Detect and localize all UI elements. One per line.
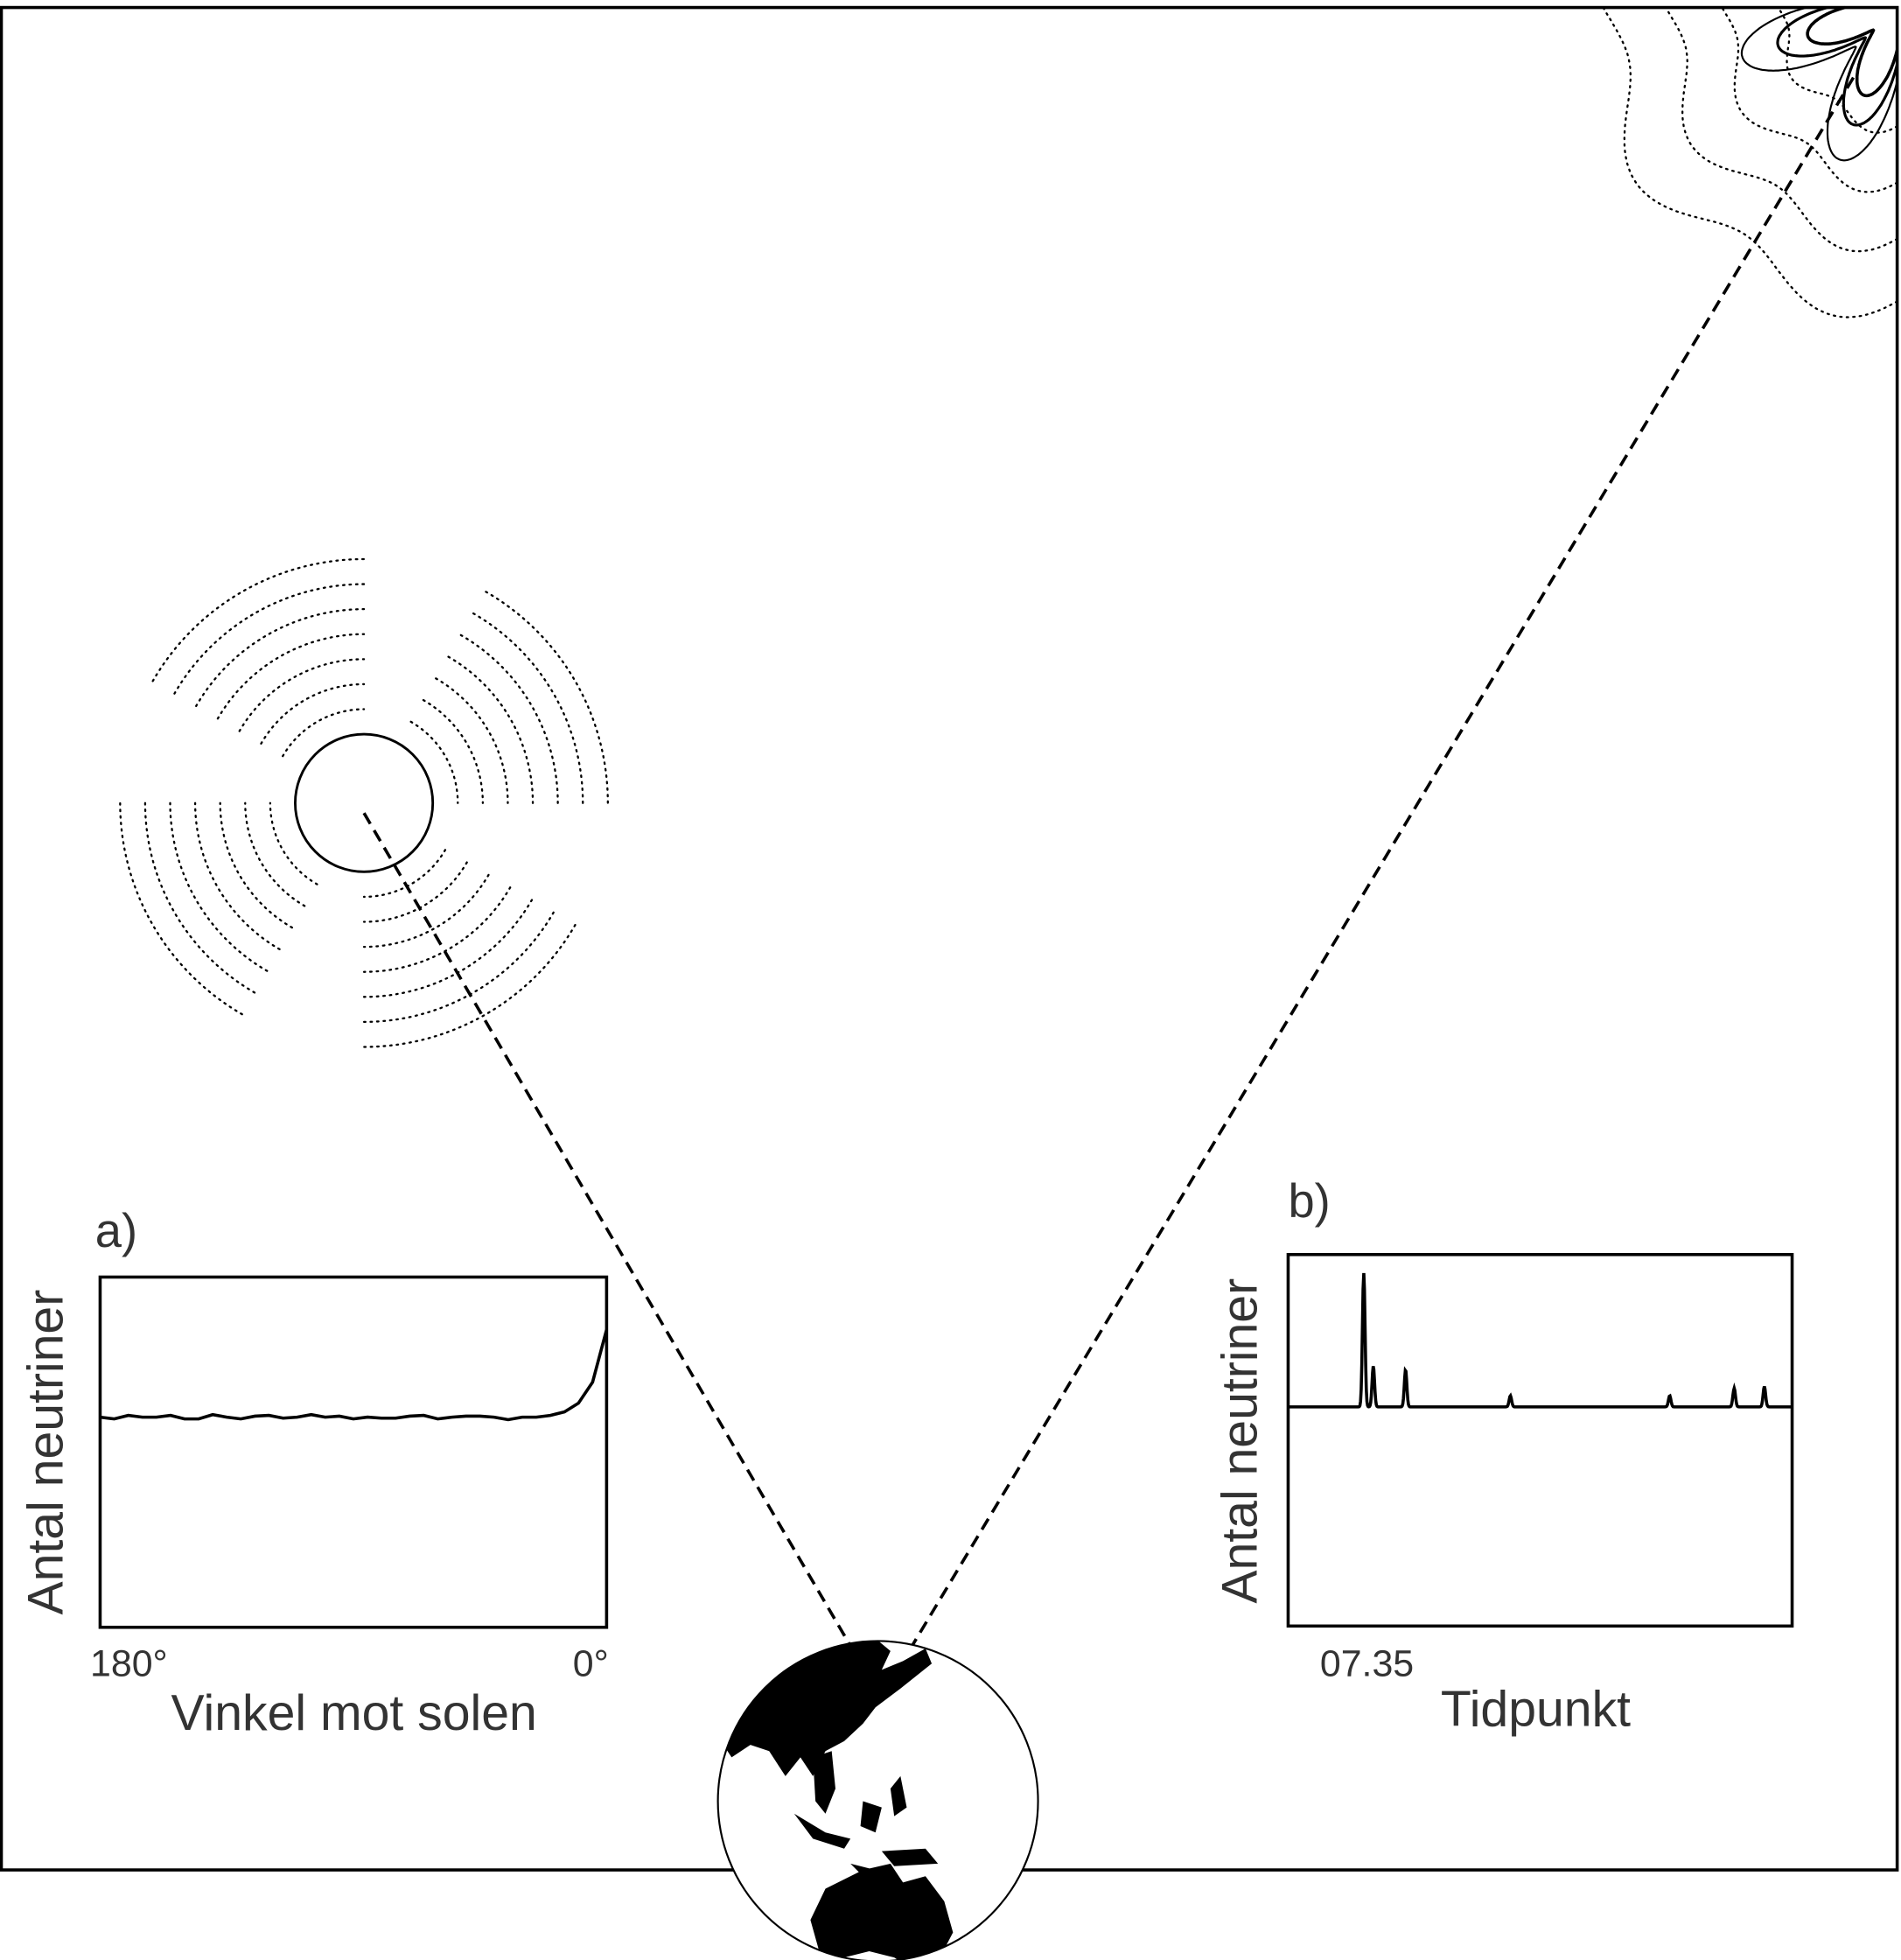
sun-wave-arc [485, 591, 609, 804]
chart-b: b) Antal neutriner 07.35 Tidpunkt [1213, 1174, 1794, 1738]
supernova-wave [1721, 6, 1898, 193]
sun-wave-arc [362, 873, 490, 948]
supernova-petal [1740, 6, 1898, 162]
sun-wave-arc [269, 802, 318, 886]
supernova-wave [1777, 6, 1898, 134]
sun-waves-icon [119, 557, 609, 1048]
sun-wave-arc [244, 802, 306, 907]
chart-a-xtick-180: 180° [90, 1643, 168, 1685]
chart-b-panel-label: b) [1288, 1174, 1330, 1228]
sun-wave-arc [119, 802, 243, 1016]
sun-wave-arc [435, 677, 509, 804]
supernova-to-earth-line [909, 76, 1856, 1649]
chart-a-series-line [100, 1329, 609, 1422]
sun-wave-arc [422, 698, 485, 804]
supernova-petal [1806, 5, 1899, 98]
sun-wave-arc [362, 911, 555, 1024]
sun-wave-arc [447, 655, 535, 804]
sun-wave-arc [219, 802, 294, 929]
supernova-icon [1602, 5, 1899, 318]
sun-wave-arc [362, 861, 468, 923]
sun-wave-arc [472, 612, 584, 804]
supernova-petal [1776, 6, 1899, 127]
earth-icon [716, 1640, 1039, 1960]
sun-wave-arc [173, 583, 366, 695]
sun-wave-arc [459, 634, 559, 804]
sun-to-earth-line [362, 812, 873, 1684]
chart-b-xtick-0735: 07.35 [1320, 1643, 1414, 1685]
sun-wave-arc [362, 923, 577, 1048]
chart-a-xlabel: Vinkel mot solen [171, 1685, 536, 1741]
sun-icon [294, 732, 435, 873]
sun-wave-arc [260, 682, 366, 745]
sun-wave-arc [282, 708, 366, 758]
sun-wave-arc [193, 802, 281, 950]
chart-a: a) Antal neutriner 180° 0° Vinkel mot so… [18, 1204, 609, 1741]
sun-wave-arc [238, 658, 366, 732]
chart-b-ylabel: Antal neutriner [1213, 1278, 1268, 1604]
frame [0, 5, 1899, 1872]
peninsula-landmass [813, 1751, 835, 1814]
supernova-wave [1602, 6, 1898, 318]
chart-b-plot-area [1286, 1252, 1794, 1628]
sun-wave-arc [195, 608, 366, 708]
sun-wave-arc [169, 802, 269, 972]
sun-wave-arc [151, 557, 366, 682]
chart-a-ylabel: Antal neutriner [18, 1290, 74, 1615]
chart-a-xtick-0: 0° [573, 1643, 609, 1685]
sun-wave-arc [362, 899, 534, 998]
sun-wave-arc [409, 720, 459, 804]
chart-a-panel-label: a) [95, 1204, 137, 1257]
sun-wave-arc [143, 802, 256, 994]
supernova-wave [1665, 6, 1898, 253]
sun-wave-arc [216, 633, 366, 720]
australia-landmass [810, 1863, 954, 1960]
chart-b-series-line [1288, 1272, 1793, 1409]
chart-a-plot-area [98, 1275, 609, 1629]
sun-wave-arc [362, 886, 512, 973]
islands-landmass [793, 1775, 939, 1877]
sun-wave-arc [362, 849, 447, 899]
chart-b-xlabel: Tidpunkt [1441, 1682, 1631, 1738]
